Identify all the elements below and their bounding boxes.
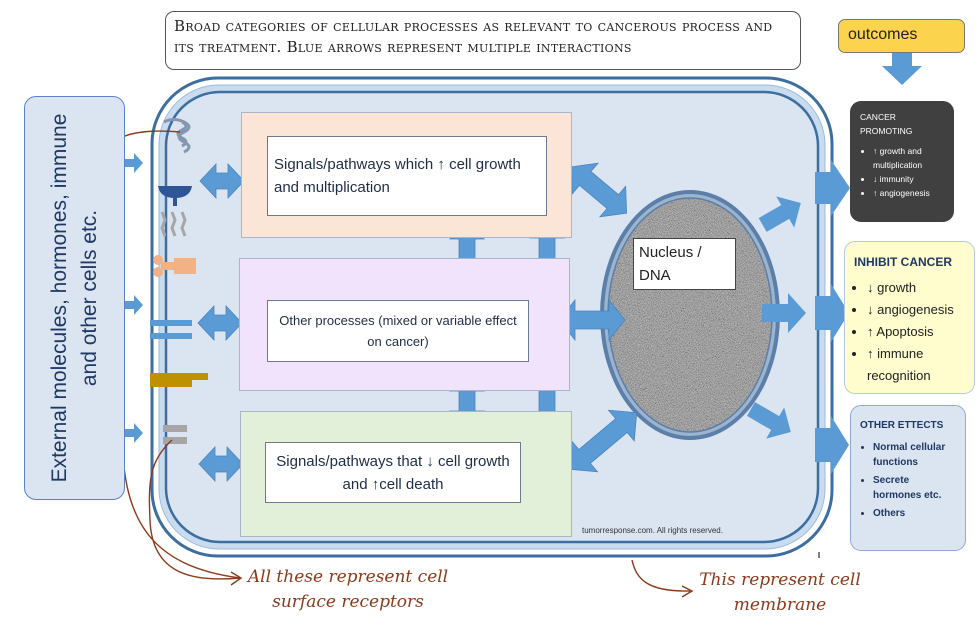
arrow-other-nucleus	[558, 298, 626, 342]
cancer-promoting-box: CANCER PROMOTING ↑ growth and multiplica…	[850, 101, 954, 222]
inhibit-cancer-box: INHIBIT CANCER ↓ growth ↓ angiogenesis ↑…	[844, 241, 975, 394]
inhibit-cancer-list: ↓ growth ↓ angiogenesis ↑ Apoptosis ↑ im…	[854, 277, 966, 387]
grey-receptor-icon	[163, 425, 187, 444]
nucleus-label: Nucleus / DNA	[633, 238, 736, 290]
other-processes-label: Other processes (mixed or variable effec…	[279, 313, 517, 349]
knob-receptor-icon	[153, 255, 196, 277]
input-arrow-top	[124, 153, 143, 173]
other-processes-box: Other processes (mixed or variable effec…	[239, 258, 570, 391]
cancer-promoting-list: ↑ growth and multiplication ↓ immunity ↑…	[860, 144, 947, 200]
external-molecules-box: External molecules, hormones, immune and…	[24, 96, 125, 500]
copyright-text: tumorresponse.com. All rights reserved.	[582, 526, 723, 535]
input-arrow-bottom	[124, 423, 143, 443]
arrow-nucleus-promoting	[758, 196, 801, 232]
coil-receptor-icon	[163, 118, 191, 154]
death-pathway-inner: Signals/pathways that ↓ cell growth and …	[265, 442, 521, 503]
list-item: ↑ Apoptosis	[867, 321, 966, 343]
other-effects-title: OTHER ETTECTS	[860, 420, 944, 431]
growth-pathway-box: Signals/pathways which ↑ cell growth and…	[241, 112, 572, 238]
arrow-death-nucleus	[568, 409, 638, 473]
arrow-outcomes-down	[882, 53, 922, 85]
cancer-promoting-title: CANCER PROMOTING	[860, 112, 913, 136]
diagram-title: Broad categories of cellular processes a…	[165, 11, 801, 70]
list-item: Normal cellular functions	[873, 440, 958, 470]
other-processes-inner: Other processes (mixed or variable effec…	[267, 300, 529, 362]
input-arrows	[124, 153, 143, 443]
cell-surface-receptors	[150, 118, 208, 444]
inhibit-cancer-title: INHIBIT CANCER	[854, 255, 952, 269]
gold-receptor-icon	[150, 373, 208, 387]
other-effects-box: OTHER ETTECTS Normal cellular functions …	[850, 405, 966, 551]
receptor-annotation-line-2	[148, 439, 241, 580]
list-item: Others	[873, 506, 958, 521]
channel-receptor-icon	[150, 320, 192, 339]
list-item: ↑ angiogenesis	[873, 186, 947, 200]
list-item: ↓ growth	[867, 277, 966, 299]
arrow-nucleus-other	[746, 402, 791, 439]
arrow-to-promoting	[815, 160, 850, 216]
list-item: ↓ immunity	[873, 172, 947, 186]
growth-pathway-inner: Signals/pathways which ↑ cell growth and…	[267, 136, 547, 216]
other-effects-list: Normal cellular functions Secrete hormon…	[860, 440, 958, 521]
outcomes-label: outcomes	[838, 19, 965, 53]
zigzag-receptor-icon	[160, 211, 187, 237]
list-item: Secrete hormones etc.	[873, 473, 958, 503]
external-molecules-label: External molecules, hormones, immune and…	[47, 113, 101, 483]
list-item: ↑ growth and multiplication	[873, 144, 947, 172]
list-item: ↓ angiogenesis	[867, 299, 966, 321]
death-pathway-box: Signals/pathways that ↓ cell growth and …	[240, 411, 572, 537]
nucleus	[600, 190, 780, 440]
membrane-annotation-line	[631, 559, 691, 592]
arrow-growth-nucleus	[571, 162, 627, 218]
death-pathway-label: Signals/pathways that ↓ cell growth and …	[276, 452, 510, 493]
list-item: ↑ immune recognition	[867, 343, 966, 387]
input-arrow-middle	[124, 295, 143, 315]
growth-pathway-label: Signals/pathways which ↑ cell growth and…	[274, 156, 521, 196]
arrow-to-other-effects	[815, 416, 849, 474]
receptor-annotation: All these represent cell surface recepto…	[247, 567, 449, 612]
membrane-annotation: This represent cell membrane	[699, 570, 861, 615]
cup-receptor-icon	[158, 186, 192, 198]
output-arrows	[746, 53, 922, 474]
arrow-to-inhibit	[815, 284, 849, 342]
arrow-nucleus-inhibit	[762, 293, 806, 333]
